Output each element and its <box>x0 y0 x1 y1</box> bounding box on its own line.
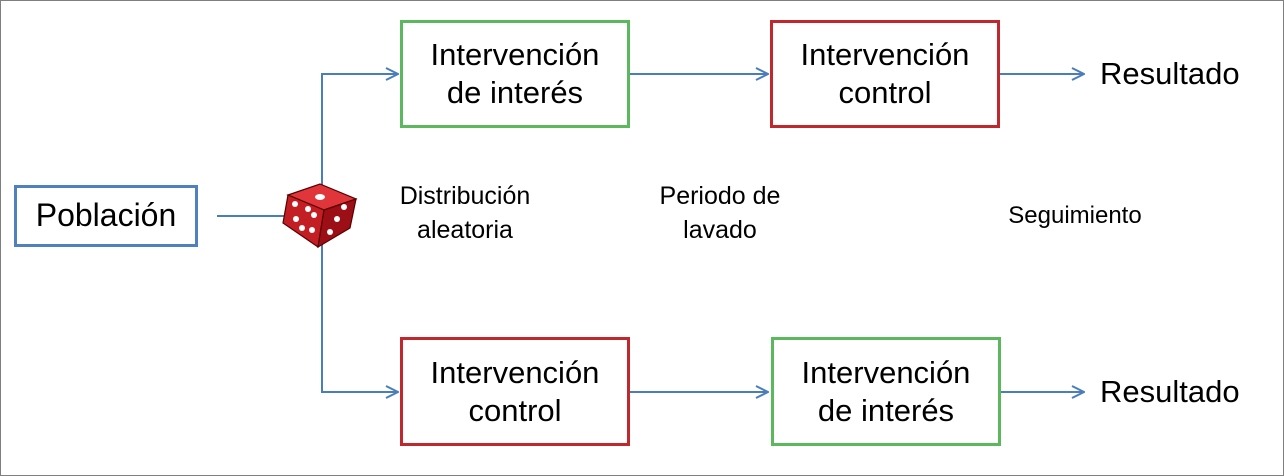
top-intervention-interest-box: Intervención de interés <box>400 20 630 128</box>
bottom-intervention-interest-box: Intervención de interés <box>771 337 1001 446</box>
dice-icon <box>282 183 358 249</box>
top-intervention-control-box: Intervención control <box>770 20 1000 128</box>
phase-lavado-label: Periodo de lavado <box>659 182 781 244</box>
bottom-result-label: Resultado <box>1100 374 1240 409</box>
poblacion-box: Población <box>14 185 198 247</box>
phase-distribucion-label: Distribución aleatoria <box>399 182 531 244</box>
bottom-intervention-control-box: Intervención control <box>400 337 630 446</box>
top-result-label: Resultado <box>1100 56 1240 91</box>
phase-seguimiento-label: Seguimiento <box>1008 202 1142 229</box>
